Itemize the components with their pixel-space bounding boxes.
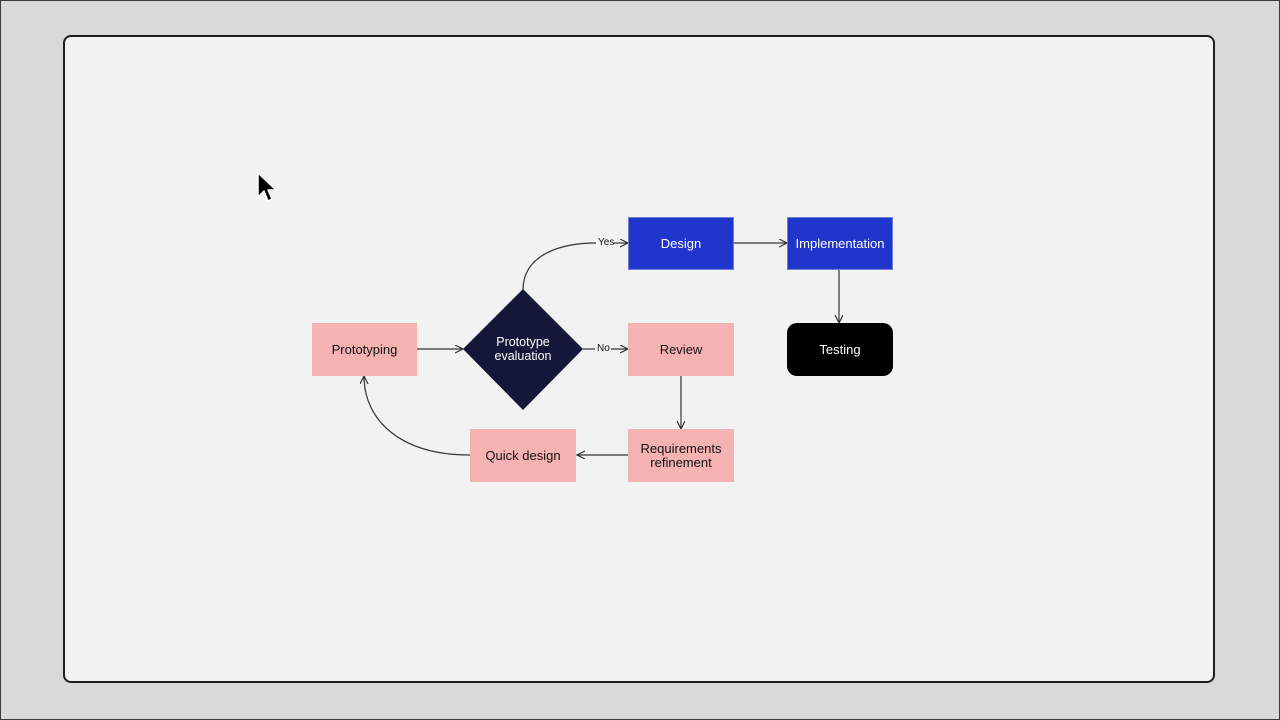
node-design[interactable]: Design	[628, 217, 734, 270]
node-quick-design[interactable]: Quick design	[470, 429, 576, 482]
node-quick-design-label: Quick design	[485, 447, 561, 463]
node-implementation[interactable]: Implementation	[787, 217, 893, 270]
mouse-pointer-icon	[257, 172, 277, 202]
node-prototyping-label: Prototyping	[331, 341, 398, 357]
edge-label-no: No	[597, 343, 610, 354]
node-prototype-evaluation[interactable]: Prototype evaluation	[478, 335, 568, 363]
node-review[interactable]: Review	[628, 323, 734, 376]
node-review-label: Review	[659, 341, 703, 357]
decision-diamond	[463, 289, 583, 410]
edge-label-yes: Yes	[598, 237, 615, 248]
node-prototype-evaluation-label: Prototype evaluation	[494, 335, 552, 363]
node-testing-label: Testing	[819, 341, 861, 357]
node-design-label: Design	[660, 235, 702, 251]
diagram-canvas[interactable]	[63, 35, 1215, 683]
node-testing[interactable]: Testing	[787, 323, 893, 376]
node-requirements-refinement[interactable]: Requirements refinement	[628, 429, 734, 482]
node-requirements-refinement-label: Requirements refinement	[640, 440, 722, 470]
node-prototyping[interactable]: Prototyping	[312, 323, 417, 376]
node-implementation-label: Implementation	[795, 235, 885, 251]
edge-evaluation-to-design	[522, 242, 597, 291]
edge-quick-design-to-prototyping	[364, 376, 471, 456]
